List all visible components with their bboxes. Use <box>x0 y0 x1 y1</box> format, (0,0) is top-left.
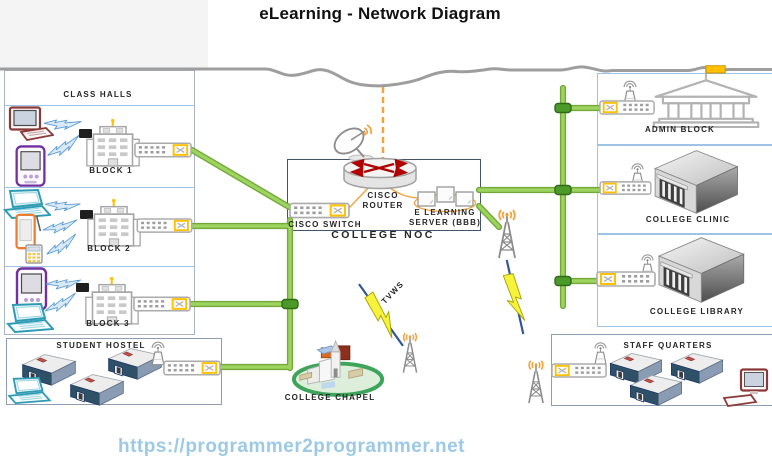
block1-school-building-icon <box>85 118 141 168</box>
block1-pda-icon <box>12 145 50 189</box>
block3-label: BLOCK 3 <box>86 319 130 328</box>
class-halls-divider-3 <box>5 266 194 267</box>
elearning-server-label: E LEARNING SERVER (BBB) <box>408 208 482 227</box>
hostel-house-icon <box>66 372 128 406</box>
staff-network-switch-icon <box>551 363 607 378</box>
internet-cloud-icon <box>0 65 772 88</box>
block2-wireless-receiver-icon <box>80 210 93 219</box>
block1-wireless-receiver-icon <box>79 129 92 138</box>
college-chapel-label: COLLEGE CHAPEL <box>284 393 376 402</box>
cisco-switch-label: CISCO SWITCH <box>288 220 362 229</box>
staff-radio-tower-icon <box>521 355 551 407</box>
footer-link[interactable]: https://programmer2programmer.net <box>118 436 465 457</box>
hostel-network-switch-icon <box>163 360 221 376</box>
link-noc-tower <box>477 204 501 229</box>
class-halls-label: CLASS HALLS <box>63 90 133 99</box>
admin-block-label: ADMIN BLOCK <box>644 125 716 134</box>
college-library-label: COLLEGE LIBRARY <box>649 307 745 316</box>
staff-quarters-label: STAFF QUARTERS <box>623 341 713 350</box>
college-clinic-label: COLLEGE CLINIC <box>645 215 731 224</box>
block2-network-switch-icon <box>136 218 193 233</box>
cisco-router-label: CISCO ROUTER <box>362 191 404 210</box>
wireless-link-bolt-icon <box>502 259 528 335</box>
chapel-radio-tower-icon <box>396 330 424 374</box>
block1-label: BLOCK 1 <box>89 166 133 175</box>
block2-calculator-icon <box>25 244 43 264</box>
background-strip <box>0 0 208 68</box>
block3-wireless-receiver-icon <box>76 283 89 292</box>
college-chapel-icon <box>292 336 390 397</box>
link-block1-noc <box>190 148 291 209</box>
wired-links <box>189 86 602 370</box>
block2-school-building-icon <box>86 198 142 248</box>
class-halls-divider-1 <box>5 105 194 106</box>
admin-classical-building-icon <box>644 62 768 128</box>
block2-label: BLOCK 2 <box>87 244 131 253</box>
block1-network-switch-icon <box>134 142 192 158</box>
staff-house-icon <box>626 373 686 406</box>
library-network-switch-icon <box>596 271 656 287</box>
college-noc-label: COLLEGE NOC <box>331 229 435 241</box>
clinic-office-building-3d-icon <box>643 147 746 215</box>
hostel-laptop-icon <box>6 377 52 404</box>
library-office-building-3d-icon <box>649 234 750 304</box>
class-halls-divider-2 <box>5 187 194 188</box>
page-title: eLearning - Network Diagram <box>259 4 501 23</box>
cisco-switch-icon <box>289 202 350 219</box>
link-junctions <box>281 102 572 310</box>
block3-network-switch-icon <box>133 296 191 312</box>
student-hostel-label: STUDENT HOSTEL <box>56 341 146 350</box>
noc-radio-tower-icon <box>489 207 525 259</box>
staff-desktop-computer-icon <box>722 368 770 410</box>
cisco-router-icon <box>342 157 418 191</box>
student-hostel-box <box>6 338 222 405</box>
